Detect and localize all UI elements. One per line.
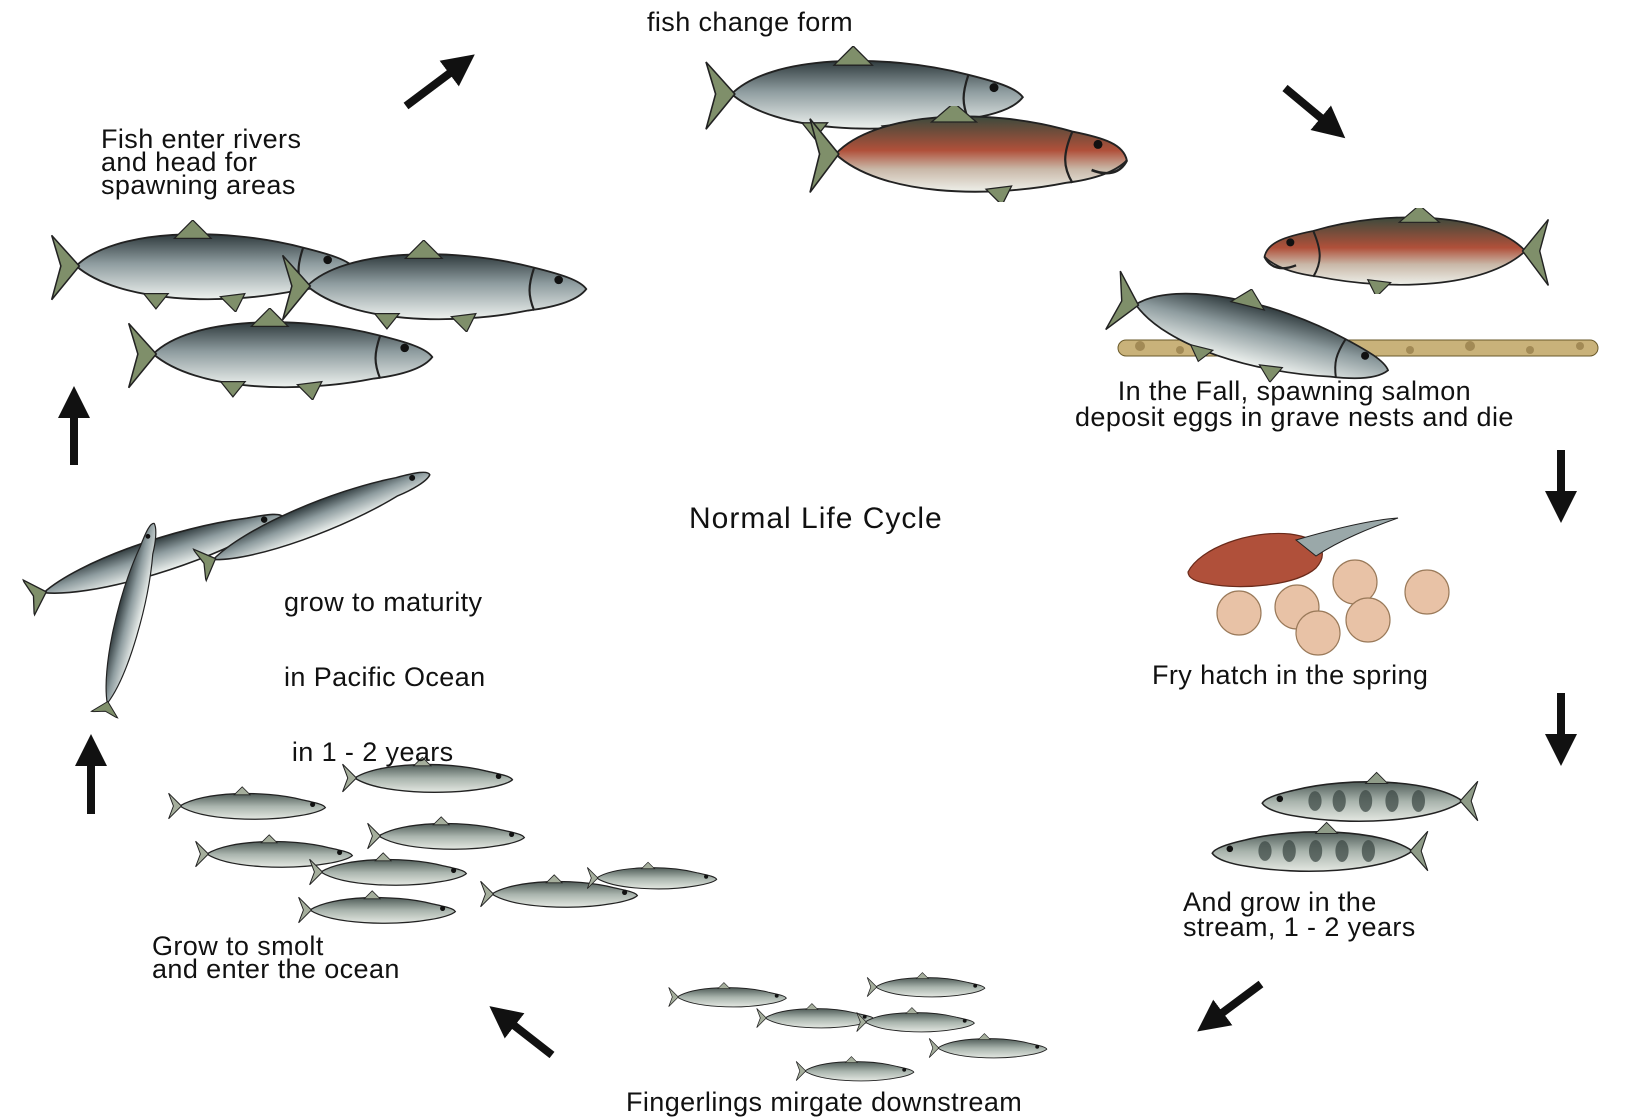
salmon-icon — [1212, 822, 1428, 871]
arrow-icon — [1210, 984, 1261, 1022]
salmon-icon — [857, 1008, 975, 1032]
label-maturity: grow to maturity in Pacific Ocean in 1 -… — [284, 540, 486, 815]
change-form-fish — [706, 46, 1127, 205]
label-fish-change-form: fish change form — [647, 9, 853, 36]
salmon-icon — [368, 817, 525, 849]
label-enter-rivers: Fish enter rivers and head for spawning … — [101, 128, 301, 197]
salmon-icon — [587, 862, 716, 889]
salmon-icon — [299, 891, 456, 923]
arrow-icon — [1285, 88, 1333, 128]
salmon-icon — [1265, 205, 1549, 297]
label-grow-stream: And grow in the stream, 1 - 2 years — [1183, 890, 1416, 940]
salmon-icon — [669, 983, 787, 1007]
stream-parr — [1212, 772, 1478, 871]
fry-and-eggs — [1188, 518, 1449, 655]
river-adults — [52, 220, 587, 400]
salmon-icon — [929, 1034, 1047, 1058]
label-fry-hatch: Fry hatch in the spring — [1152, 662, 1428, 689]
salmon-icon — [196, 835, 353, 867]
label-fingerlings: Fingerlings mirgate downstream — [626, 1089, 1022, 1116]
salmon-icon — [796, 1057, 914, 1081]
arrow-icon — [406, 64, 462, 106]
diagram-title: Normal Life Cycle — [689, 504, 943, 534]
salmon-icon — [757, 1004, 875, 1028]
salmon-icon — [867, 973, 985, 997]
label-smolt: Grow to smolt and enter the ocean — [152, 935, 400, 981]
arrow-icon — [502, 1016, 552, 1055]
salmon-icon — [1262, 772, 1478, 821]
label-spawning: In the Fall, spawning salmon deposit egg… — [1075, 378, 1514, 430]
fingerlings-school — [669, 973, 1047, 1081]
salmon-icon — [52, 220, 356, 312]
